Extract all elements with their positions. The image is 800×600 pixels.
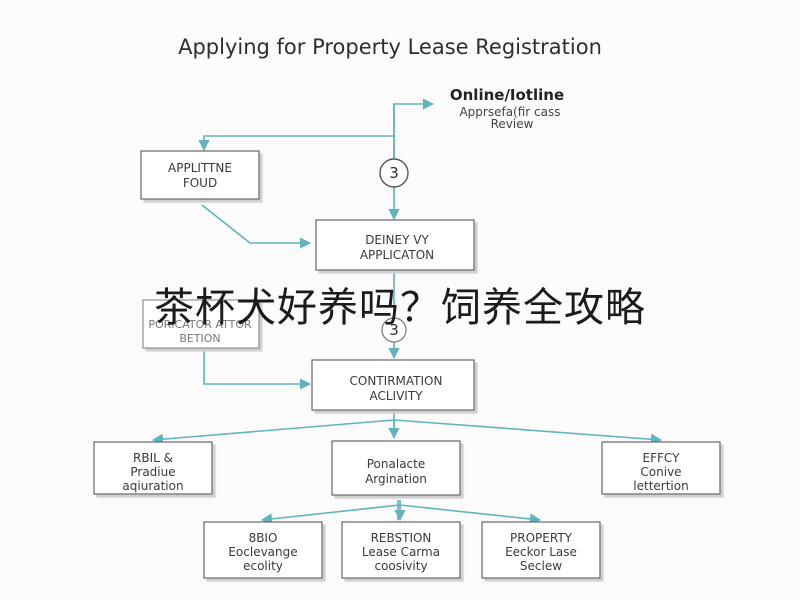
node-l3-right-line3: Seclew (520, 559, 562, 573)
node-left-mid-line2: BETION (179, 332, 220, 345)
node-l3-center-line1: REBSTION (371, 531, 432, 545)
connectors (151, 98, 663, 525)
node-l2-center: Ponalacte Argination (331, 440, 461, 496)
step-circle-upper: 3 (379, 158, 409, 188)
node-l3-center: REBSTION Lease Carma coosivity (341, 521, 461, 579)
node-l2-left-line3: aqiuration (122, 479, 183, 493)
node-left-mid: PORICATOR ATTOR BETION (142, 299, 260, 349)
node-l3-right-line1: PROPERTY (510, 531, 573, 545)
step-label-lower: 3 (389, 321, 399, 339)
node-l2-left: RBIL & Pradiue aqiuration (93, 441, 213, 495)
node-deliver-app: DEINEY VY APPLICATON (315, 219, 475, 271)
arrow-to-top-node (393, 98, 435, 160)
arrow-leftmid-to-confirmation (203, 350, 312, 390)
step-circle-lower: 3 (381, 317, 407, 343)
node-l2-left-line1: RBIL & (133, 451, 173, 465)
node-deliver-app-line2: APPLICATON (360, 248, 434, 262)
arrow-to-l2-right (393, 419, 663, 445)
node-l3-right: PROPERTY Eeckor Lase Seclew (481, 521, 601, 579)
overlay-caption: 茶杯犬好养吗？饲养全攻略 (154, 285, 646, 331)
node-left-mid-line1: PORICATOR ATTOR (148, 318, 252, 331)
node-l2-right: EFFCY Conive lettertion (601, 441, 721, 495)
node-l3-left-line3: ecolity (243, 559, 283, 573)
node-l2-right-line3: lettertion (633, 479, 688, 493)
diagram-title: Applying for Property Lease Registration (178, 35, 602, 59)
node-l3-right-line2: Eeckor Lase (505, 545, 577, 559)
top-node-line2: Apprsefa(fir cass (459, 105, 560, 119)
node-l3-left: 8BIO Eoclevange ecolity (203, 521, 323, 579)
step-label-upper: 3 (389, 164, 399, 182)
node-appl-found-line1: APPLITTNE (168, 161, 232, 175)
arrow-to-l2-left (151, 419, 395, 445)
node-confirmation-line2: ACLIVITY (369, 389, 423, 403)
node-confirmation-line1: CONTIRMATION (350, 374, 443, 388)
top-node-line3: Review (491, 117, 534, 131)
arrow-to-l3-right (399, 504, 542, 525)
arrow-to-l3-left (260, 504, 401, 525)
node-l2-center-line1: Ponalacte (367, 457, 425, 471)
node-l2-right-line1: EFFCY (643, 451, 681, 465)
top-node-line1: Online/Іotline (450, 86, 564, 104)
arrow-appl-to-deliver (201, 204, 312, 249)
node-l2-center-line2: Argination (365, 472, 427, 486)
node-appl-found: APPLITTNE FOUD (140, 150, 260, 200)
node-l3-center-line2: Lease Carma (362, 545, 440, 559)
node-deliver-app-line1: DEINEY VY (365, 233, 429, 247)
node-l3-left-line2: Eoclevange (228, 545, 297, 559)
node-confirmation: CONTIRMATION ACLIVITY (311, 359, 475, 411)
node-l2-right-line2: Conive (640, 465, 681, 479)
node-l3-left-line1: 8BIO (249, 531, 278, 545)
node-appl-found-line2: FOUD (183, 176, 217, 190)
arrow-to-appl-found (198, 135, 394, 152)
node-l3-center-line3: coosivity (374, 559, 427, 573)
node-l2-left-line2: Pradiue (130, 465, 175, 479)
